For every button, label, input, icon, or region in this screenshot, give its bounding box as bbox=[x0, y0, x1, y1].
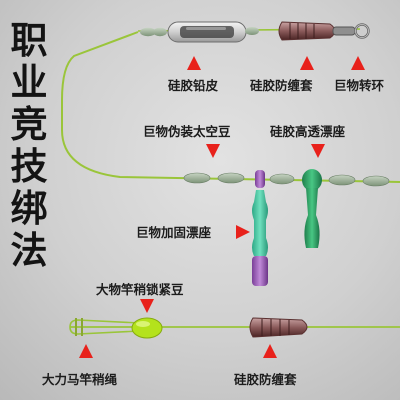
label-silicone-sinker: 硅胶铅皮 bbox=[168, 78, 219, 93]
label-float-seat: 硅胶高透漂座 bbox=[270, 124, 346, 139]
arrow-up-icon bbox=[351, 56, 365, 70]
stopper-bead bbox=[245, 27, 259, 35]
rod-tip-rope bbox=[69, 326, 141, 335]
title-char: 职 bbox=[10, 19, 48, 62]
label-reinforced-seat: 巨物加固漂座 bbox=[136, 225, 212, 240]
rod-tip-rope bbox=[69, 319, 141, 328]
label-swivel: 巨物转环 bbox=[334, 78, 385, 93]
arrow-up-icon bbox=[79, 344, 93, 358]
swivel bbox=[332, 23, 370, 39]
label-rod-tip-rope: 大力马竿稍绳 bbox=[42, 372, 118, 387]
anti-tangle-sleeve-bottom bbox=[249, 317, 308, 338]
title-char: 竞 bbox=[10, 103, 48, 146]
title-char: 绑 bbox=[10, 187, 48, 230]
title-char: 法 bbox=[10, 229, 48, 272]
stopper-bead bbox=[153, 27, 167, 37]
arrow-up-icon bbox=[187, 56, 201, 70]
main-line bbox=[61, 31, 400, 183]
anti-tangle-sleeve-top bbox=[278, 21, 336, 41]
stopper-bead bbox=[140, 27, 156, 37]
arrow-down-icon bbox=[140, 299, 154, 313]
title-char: 业 bbox=[10, 61, 48, 104]
arrow-down-icon bbox=[206, 144, 220, 158]
rod-tip-lock-bean bbox=[131, 317, 163, 339]
label-lock-bean: 大物竿稍锁紧豆 bbox=[96, 282, 184, 297]
arrow-down-icon bbox=[311, 144, 325, 158]
arrow-right-icon bbox=[236, 225, 250, 239]
transparent-float-seat bbox=[302, 169, 322, 248]
page-title: 职 业 竞 技 绑 法 bbox=[8, 20, 50, 272]
sinker-core-highlight bbox=[186, 27, 226, 30]
arrow-up-icon bbox=[263, 344, 277, 358]
space-bean-group bbox=[183, 172, 390, 187]
lock-bean-highlight bbox=[136, 321, 150, 327]
label-anti-tangle-sleeve-bottom: 硅胶防缠套 bbox=[234, 372, 297, 387]
label-space-beans: 巨物伪装太空豆 bbox=[143, 124, 231, 139]
label-anti-tangle-sleeve-top: 硅胶防缠套 bbox=[250, 78, 313, 93]
reinforced-float-seat bbox=[252, 170, 268, 286]
arrow-up-icon bbox=[300, 56, 314, 70]
title-char: 技 bbox=[10, 145, 48, 188]
pointer-arrows bbox=[79, 56, 365, 358]
